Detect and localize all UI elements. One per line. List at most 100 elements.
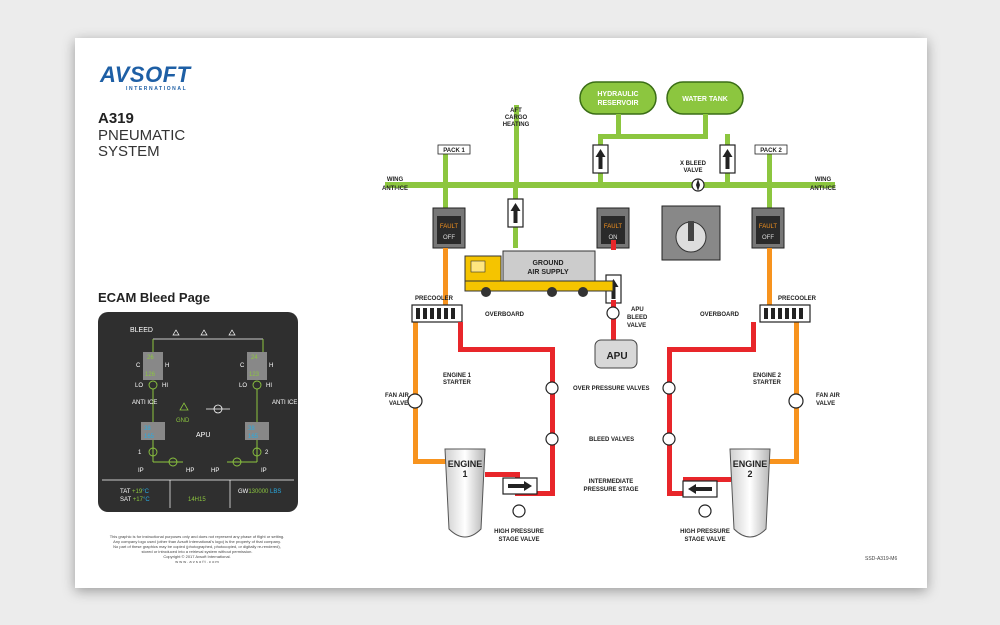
svg-text:GW130000 LBS: GW130000 LBS — [238, 489, 281, 495]
svg-text:CARGO: CARGO — [505, 115, 528, 121]
svg-text:STAGE VALVE: STAGE VALVE — [498, 537, 539, 543]
svg-text:ENGINE: ENGINE — [733, 459, 768, 469]
svg-text:ANTI-ICE: ANTI-ICE — [382, 186, 408, 192]
ecam-heading: ECAM Bleed Page — [98, 290, 210, 305]
svg-text:GND: GND — [176, 418, 190, 424]
pack-1-label: PACK 1 — [443, 148, 465, 154]
svg-text:VALVE: VALVE — [389, 401, 408, 407]
svg-text:H: H — [269, 363, 273, 369]
svg-text:ENGINE 2: ENGINE 2 — [753, 373, 782, 379]
svg-text:HIGH PRESSURE: HIGH PRESSURE — [680, 529, 730, 535]
eng2-bleed-pushbutton[interactable]: FAULT OFF — [751, 207, 785, 249]
svg-text:1: 1 — [138, 450, 142, 456]
svg-text:STARTER: STARTER — [443, 380, 472, 386]
apu-unit: APU — [594, 339, 638, 369]
svg-text:HP: HP — [211, 468, 219, 474]
avsoft-logo: AVSOFT — [100, 62, 191, 87]
svg-text:FAULT: FAULT — [759, 224, 778, 230]
flow-arrow — [502, 477, 718, 498]
ecam-bleed-label: BLEED — [130, 327, 153, 334]
svg-text:ENGINE 1: ENGINE 1 — [443, 373, 472, 379]
svg-text:APU: APU — [196, 432, 210, 439]
svg-text:165: 165 — [144, 434, 155, 440]
svg-text:STAGE VALVE: STAGE VALVE — [684, 537, 725, 543]
svg-text:HP: HP — [186, 468, 194, 474]
svg-text:LO: LO — [239, 383, 247, 389]
aircraft-model: A319 — [98, 110, 134, 127]
svg-text:FAN AIR: FAN AIR — [385, 393, 409, 399]
ground-air-supply-truck: GROUND AIR SUPPLY — [464, 250, 614, 297]
svg-text:PRECOOLER: PRECOOLER — [415, 296, 454, 302]
eng1-bleed-pushbutton[interactable]: FAULT OFF — [432, 207, 466, 249]
svg-text:2: 2 — [265, 450, 269, 456]
svg-text:2: 2 — [747, 469, 752, 479]
document-reference: SSD-A319-M6 — [865, 556, 898, 562]
svg-text:165: 165 — [248, 434, 259, 440]
svg-text:126: 126 — [145, 372, 156, 378]
svg-text:14H15: 14H15 — [188, 497, 206, 503]
svg-text:TAT +19°C: TAT +19°C — [120, 489, 150, 495]
svg-text:LO: LO — [135, 383, 143, 389]
svg-text:ENGINE: ENGINE — [448, 459, 483, 469]
svg-text:AIR SUPPLY: AIR SUPPLY — [527, 269, 569, 276]
svg-text:VALVE: VALVE — [627, 323, 646, 329]
svg-text:123: 123 — [249, 372, 260, 378]
svg-text:BLEED: BLEED — [627, 315, 648, 321]
svg-text:OFF: OFF — [762, 235, 774, 241]
disclaimer-text: This graphic is for instructional purpos… — [109, 534, 285, 564]
hydraulic-reservoir: HYDRAULIC RESERVOIR — [579, 81, 657, 115]
system-title: PNEUMATIC SYSTEM — [98, 127, 186, 160]
svg-text:OVERBOARD: OVERBOARD — [485, 312, 525, 318]
svg-text:ANTI ICE: ANTI ICE — [272, 400, 297, 406]
precooler-right — [759, 304, 811, 323]
avsoft-tagline: INTERNATIONAL — [126, 86, 188, 92]
ecam-left-temp-top: 26 — [147, 355, 154, 361]
pneumatic-schematic: HYDRAULIC RESERVOIR WATER TANK AFT CARGO… — [382, 81, 840, 543]
svg-text:H: H — [165, 363, 169, 369]
svg-text:HI: HI — [266, 383, 272, 389]
engine-1: ENGINE 1 — [444, 448, 486, 538]
ecam-right-temp-top: 24 — [251, 355, 258, 361]
svg-text:OFF: OFF — [443, 235, 455, 241]
svg-text:FAN AIR: FAN AIR — [816, 393, 840, 399]
svg-text:AFT: AFT — [510, 108, 522, 114]
svg-text:C: C — [136, 363, 141, 369]
valve-icon — [407, 306, 804, 518]
svg-text:HYDRAULIC: HYDRAULIC — [597, 91, 638, 98]
svg-text:38: 38 — [248, 426, 255, 432]
pack-2-label: PACK 2 — [760, 148, 782, 154]
svg-text:APU: APU — [606, 351, 627, 362]
svg-text:BLEED VALVES: BLEED VALVES — [589, 437, 634, 443]
svg-text:X BLEED: X BLEED — [680, 161, 707, 167]
precooler-left — [411, 304, 463, 323]
svg-text:RESERVOIR: RESERVOIR — [597, 100, 638, 107]
svg-text:INTERMEDIATE: INTERMEDIATE — [589, 479, 634, 485]
svg-text:HIGH PRESSURE: HIGH PRESSURE — [494, 529, 544, 535]
svg-text:HI: HI — [162, 383, 168, 389]
svg-text:ON: ON — [609, 235, 618, 241]
svg-text:WING: WING — [815, 177, 832, 183]
svg-text:HEATING: HEATING — [503, 122, 530, 128]
x-bleed-selector-knob[interactable] — [661, 205, 721, 261]
svg-text:OVERBOARD: OVERBOARD — [700, 312, 740, 318]
svg-text:OVER PRESSURE VALVES: OVER PRESSURE VALVES — [573, 386, 649, 392]
svg-text:38: 38 — [144, 426, 151, 432]
svg-text:IP: IP — [138, 468, 144, 474]
svg-text:ANTI-ICE: ANTI-ICE — [810, 186, 836, 192]
svg-text:GROUND: GROUND — [532, 260, 563, 267]
svg-text:ANTI ICE: ANTI ICE — [132, 400, 157, 406]
svg-text:PRECOOLER: PRECOOLER — [778, 296, 817, 302]
svg-text:STARTER: STARTER — [753, 380, 782, 386]
svg-text:PRESSURE STAGE: PRESSURE STAGE — [584, 487, 639, 493]
svg-text:WING: WING — [387, 177, 404, 183]
svg-text:VALVE: VALVE — [683, 168, 702, 174]
svg-text:VALVE: VALVE — [816, 401, 835, 407]
svg-text:FAULT: FAULT — [604, 224, 623, 230]
svg-text:C: C — [240, 363, 245, 369]
engine-2: ENGINE 2 — [729, 448, 771, 538]
ecam-bleed-page: BLEED 26 C H 126 LO HI ANTI ICE 24 C H 1… — [98, 312, 298, 512]
svg-text:FAULT: FAULT — [440, 224, 459, 230]
water-tank: WATER TANK — [666, 81, 744, 115]
svg-text:IP: IP — [261, 468, 267, 474]
svg-text:WATER TANK: WATER TANK — [682, 96, 728, 103]
